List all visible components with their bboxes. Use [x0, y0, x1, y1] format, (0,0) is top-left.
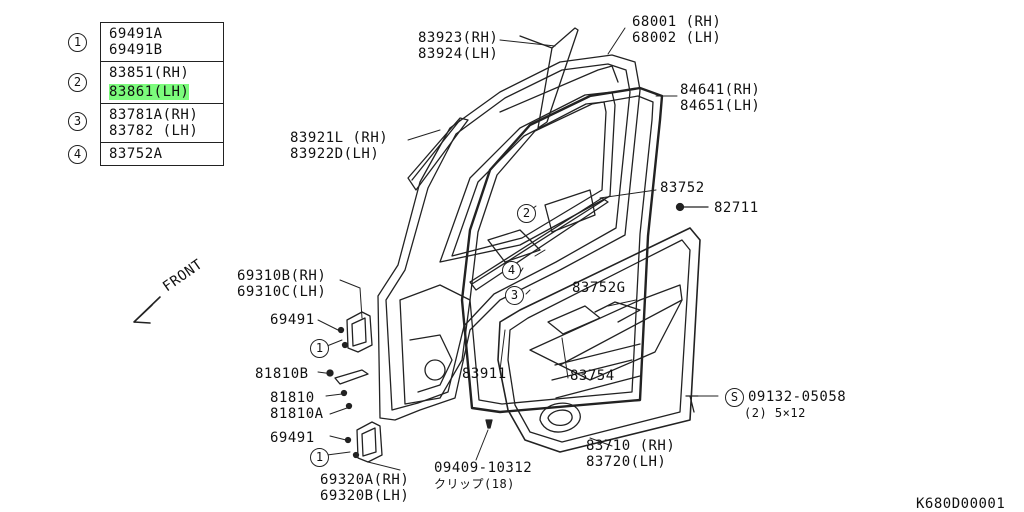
legend-row-1: 69491A 69491B: [101, 23, 223, 62]
part-label: 69310C(LH): [237, 284, 327, 300]
legend-part-highlighted: 83861(LH): [109, 84, 190, 100]
part-label: 68002 (LH): [632, 30, 722, 46]
trim-panel: [497, 227, 701, 453]
inner-panel: [399, 284, 471, 405]
clip-09409: [485, 419, 493, 429]
callout-4: 4: [502, 261, 521, 280]
part-label: 82711: [714, 200, 759, 216]
door-shell-inner: [385, 63, 631, 411]
part-label: 69320B(LH): [320, 488, 410, 504]
sash-tape: [407, 117, 469, 191]
part-label: 83754: [570, 368, 615, 384]
legend-row-4: 83752A: [101, 143, 223, 165]
part-label: 69491: [270, 312, 315, 328]
part-label: 83923(RH): [418, 30, 499, 46]
part-label: 84651(LH): [680, 98, 761, 114]
part-label: 83720(LH): [586, 454, 667, 470]
diagram-code: K680D00001: [916, 496, 1006, 512]
part-label: 83752: [660, 180, 705, 196]
part-label: 69320A(RH): [320, 472, 410, 488]
legend-row-2: 83851(RH) 83861(LH): [101, 62, 223, 104]
callout-3: 3: [505, 286, 524, 305]
part-label: 69310B(RH): [237, 268, 327, 284]
part-label: 81810A: [270, 406, 324, 422]
part-label: 84641(RH): [680, 82, 761, 98]
part-label: 81810: [270, 390, 315, 406]
legend-number-4: 4: [68, 145, 87, 164]
clip-82711: [675, 202, 685, 212]
part-label: 68001 (RH): [632, 14, 722, 30]
legend-part: 83781A(RH): [109, 107, 199, 123]
part-label: 83710 (RH): [586, 438, 676, 454]
callout-1-lower: 1: [310, 448, 329, 467]
part-quantity: クリップ(18): [434, 477, 515, 491]
door-check: [334, 369, 369, 385]
legend-number-3: 3: [68, 112, 87, 131]
legend-number-2: 2: [68, 73, 87, 92]
trim-strip-83923: [537, 27, 579, 129]
part-label: 09132-05058: [748, 389, 847, 405]
armrest: [529, 284, 683, 366]
front-arrow: [133, 296, 161, 324]
legend-row-3: 83781A(RH) 83782 (LH): [101, 104, 223, 143]
legend-part: 83782 (LH): [109, 123, 199, 139]
standard-part-marker: S: [725, 388, 744, 407]
callout-1-upper: 1: [310, 339, 329, 358]
glass-run: [499, 65, 619, 113]
legend-number-1: 1: [68, 33, 87, 52]
legend-part: 69491A: [109, 26, 163, 42]
legend-part: 83851(RH): [109, 65, 190, 81]
part-label: 09409-10312: [434, 460, 533, 476]
window-frame: [439, 91, 616, 263]
part-label: 83752G: [572, 280, 626, 296]
legend-table: 69491A 69491B 83851(RH) 83861(LH) 83781A…: [100, 22, 224, 166]
upper-hinge: [346, 311, 373, 353]
part-quantity: (2) 5×12: [744, 406, 806, 420]
belt-moulding: [469, 197, 609, 291]
door-handle-recess: [547, 305, 601, 335]
legend-part: 83752A: [109, 146, 163, 162]
callout-2: 2: [517, 204, 536, 223]
part-label: 83911: [462, 366, 507, 382]
part-label: 83921L (RH): [290, 130, 389, 146]
part-label: 81810B: [255, 366, 309, 382]
lower-hinge: [356, 421, 383, 463]
part-label: 83922D(LH): [290, 146, 380, 162]
legend-part: 69491B: [109, 42, 163, 58]
door-shell: [377, 54, 641, 421]
speaker-grille: [539, 402, 581, 433]
part-label: 69491: [270, 430, 315, 446]
part-label: 83924(LH): [418, 46, 499, 62]
